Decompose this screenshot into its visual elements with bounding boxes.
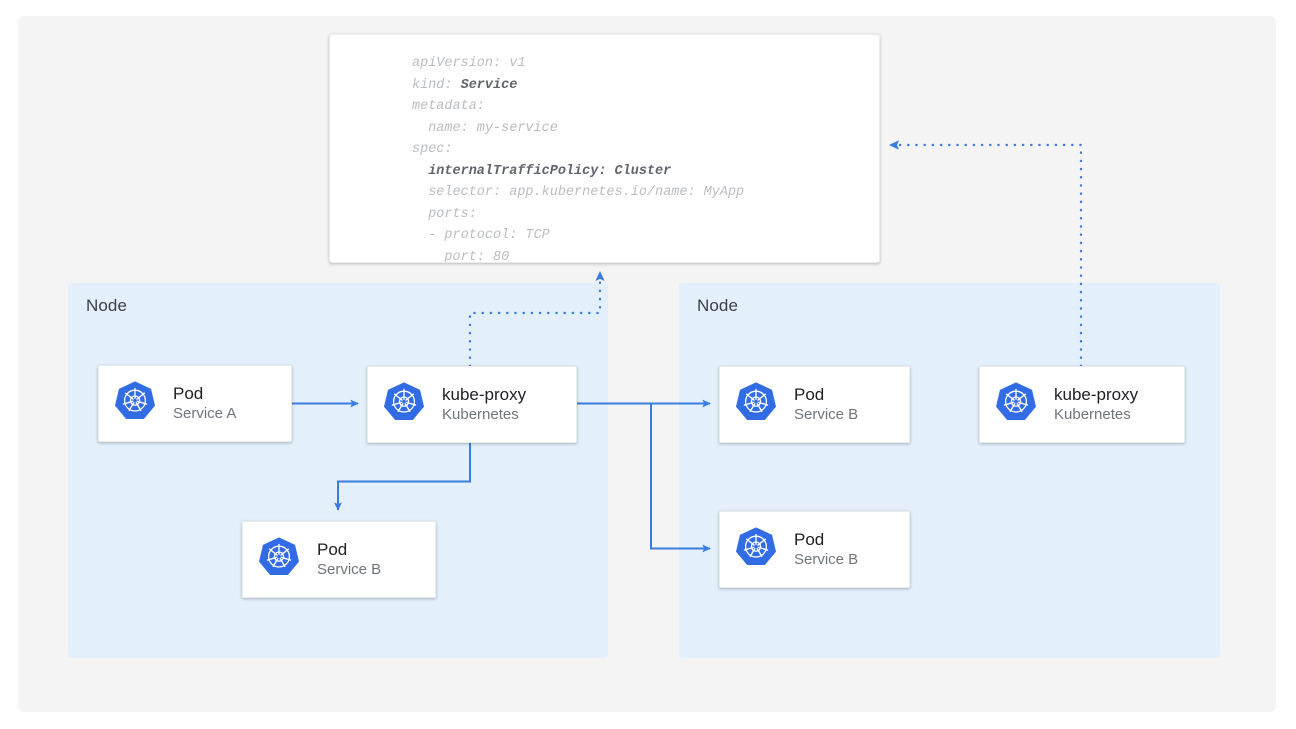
yaml-line-3: metadata: [412,99,485,114]
card-text-pod-service-b-left: Pod Service B [317,540,381,579]
card-title: kube-proxy [442,384,527,404]
yaml-line-10: port: 80 [412,249,510,263]
card-text-pod-service-a: Pod Service A [173,384,236,423]
yaml-line-2: kind: Service [412,77,518,93]
card-kube-proxy-left[interactable]: kube-proxy Kubernetes [367,366,577,443]
card-pod-service-b-right-top[interactable]: Pod Service B [719,366,910,443]
node-left: Node [68,283,608,658]
kubernetes-icon [115,381,155,426]
kubernetes-icon [259,537,299,582]
service-manifest-panel: apiVersion: v1 kind: Service metadata: n… [329,34,880,263]
kubernetes-icon [736,527,776,572]
card-text-pod-service-b-right-top: Pod Service B [794,385,858,424]
card-subtitle: Kubernetes [442,405,519,423]
card-title: kube-proxy [1054,384,1139,404]
service-manifest-code: apiVersion: v1 kind: Service metadata: n… [412,53,745,263]
yaml-line-5: spec: [412,142,453,157]
card-pod-service-a[interactable]: Pod Service A [98,365,292,442]
card-kube-proxy-right[interactable]: kube-proxy Kubernetes [979,366,1185,443]
card-subtitle: Service B [794,550,859,568]
yaml-line-1: apiVersion: v1 [412,56,526,71]
node-right-label: Node [697,296,739,315]
node-right: Node [679,283,1220,658]
card-text-kube-proxy-left: kube-proxy Kubernetes [442,385,526,424]
card-title: Pod [317,539,348,559]
yaml-line-6: internalTrafficPolicy: Cluster [412,163,672,179]
kubernetes-icon [736,382,776,427]
card-subtitle: Service B [794,405,859,423]
yaml-line-4: name: my-service [412,120,558,136]
card-subtitle: Service B [317,560,382,578]
yaml-line-9: - protocol: TCP [412,228,550,243]
card-subtitle: Kubernetes [1054,405,1131,423]
yaml-line-7: selector: app.kubernetes.io/name: MyApp [412,185,745,200]
card-title: Pod [173,383,204,403]
yaml-line-8: ports: [412,206,477,222]
card-title: Pod [794,384,825,404]
card-text-pod-service-b-right-bottom: Pod Service B [794,530,858,569]
card-text-kube-proxy-right: kube-proxy Kubernetes [1054,385,1138,424]
card-subtitle: Service A [173,404,237,422]
kubernetes-icon [384,382,424,427]
kubernetes-icon [996,382,1036,427]
card-pod-service-b-right-bottom[interactable]: Pod Service B [719,511,910,588]
card-pod-service-b-left[interactable]: Pod Service B [242,521,436,598]
node-left-label: Node [86,296,128,315]
card-title: Pod [794,529,825,549]
